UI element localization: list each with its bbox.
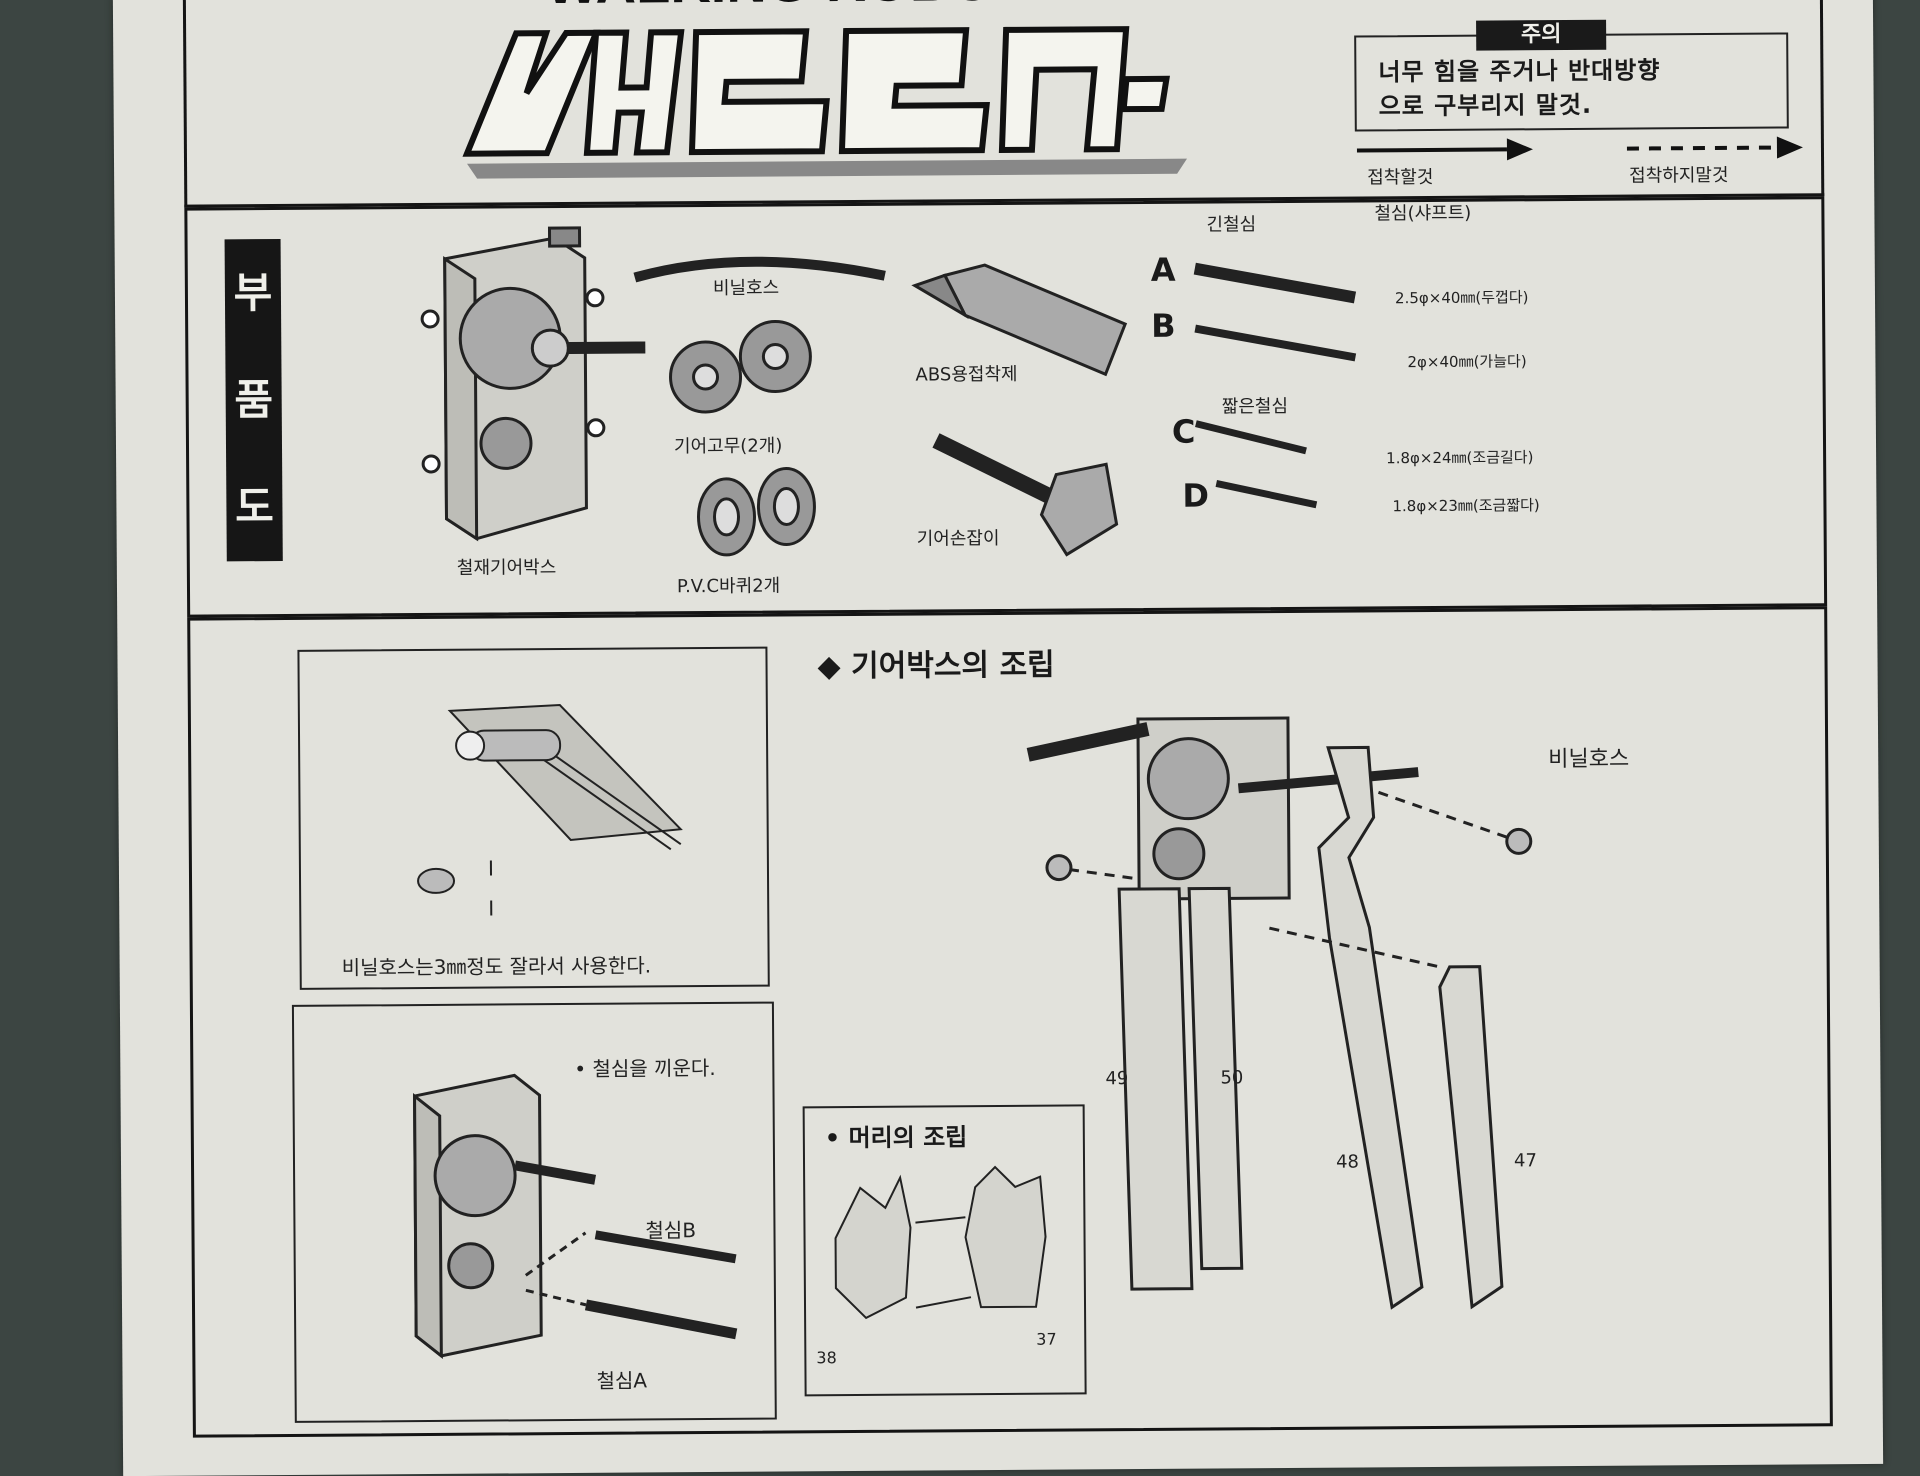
side-label-char-3: 도 <box>226 453 283 560</box>
dashed-arrow-head <box>1777 136 1803 158</box>
long-shaft-heading: 긴철심 <box>1206 210 1256 236</box>
part-number-47: 47 <box>1514 1150 1537 1171</box>
shaft-c-drawing <box>1196 423 1306 452</box>
caution-text: 너무 힘을 주거나 반대방향 으로 구부리지 말것. <box>1378 53 1778 124</box>
gearbox-label: 철재기어박스 <box>457 553 557 580</box>
shaft-d-spec: 1.8φ×23㎜(조금짧다) <box>1392 494 1539 516</box>
part-number-49: 49 <box>1105 1068 1128 1089</box>
part-number-50: 50 <box>1220 1067 1243 1088</box>
part-number-48: 48 <box>1336 1151 1359 1172</box>
title-english: WALKING ROBOT <box>546 0 1029 15</box>
shaft-b-drawing <box>1195 327 1355 358</box>
shaft-a-spec: 2.5φ×40㎜(두껍다) <box>1395 286 1529 308</box>
shaft-insert-note: • 철심을 끼운다. <box>574 1052 715 1082</box>
glue-label: ABS용접착제 <box>915 360 1017 387</box>
instruction-sheet: WALKING ROBOT 주의 너무 힘을 주거나 반대방향 으로 구부리지 … <box>113 0 1883 1476</box>
leg-part-47 <box>1440 967 1502 1307</box>
shaft-b-letter: B <box>1151 307 1176 345</box>
glue-tube-drawing <box>915 264 1126 375</box>
vinyl-hose-label: 비닐호스 <box>713 274 779 300</box>
shaft-b-spec: 2φ×40㎜(가늘다) <box>1407 350 1526 372</box>
gear-handle-label: 기어손잡이 <box>917 524 1000 551</box>
head-front-part <box>835 1178 911 1319</box>
shaft-d-letter: D <box>1182 477 1209 515</box>
caution-line-2: 으로 구부리지 말것. <box>1379 87 1779 124</box>
robot-logo-graphic: WALKING ROBOT <box>426 0 1227 194</box>
pvc-wheels-label: P.V.C바퀴2개 <box>677 572 780 599</box>
gearbox-assembly-drawing: 49 50 48 47 <box>1018 664 1823 1370</box>
short-shaft-heading: 짧은철심 <box>1222 392 1288 418</box>
title-logo: WALKING ROBOT <box>426 0 1227 194</box>
shaft-c-letter: C <box>1172 413 1196 451</box>
head-assembly-title: • 머리의 조립 <box>825 1117 968 1153</box>
hose-cut-panel: 비닐호스는3㎜정도 잘라서 사용한다. <box>297 647 769 990</box>
hose-cut-drawing <box>299 649 771 952</box>
title-korean-logo <box>466 29 1187 179</box>
shaft-d-drawing <box>1216 483 1316 506</box>
part-number-38: 38 <box>816 1348 836 1367</box>
solid-arrow-head <box>1507 138 1533 160</box>
shaft-a-letter: A <box>1151 251 1176 289</box>
shaft-insert-panel: • 철심을 끼운다. 철심B 철심A <box>292 1002 777 1423</box>
vinyl-hose-callout: 비닐호스 <box>1548 741 1629 774</box>
side-label-char-1: 부 <box>225 239 282 346</box>
gear-rubber-label: 기어고무(2개) <box>674 431 782 458</box>
caution-heading: 주의 <box>1476 20 1606 51</box>
leg-part-48 <box>1318 747 1422 1308</box>
gearbox-drawing <box>421 227 646 539</box>
legend-solid-label: 접착할것 <box>1367 163 1433 189</box>
hose-cut-note: 비닐호스는3㎜정도 잘라서 사용한다. <box>342 949 652 980</box>
leg-part-49 <box>1119 889 1192 1289</box>
shaft-a-drawing <box>1195 267 1355 298</box>
legend-arrows <box>1357 132 1917 166</box>
shaft-c-spec: 1.8φ×24㎜(조금길다) <box>1386 446 1533 468</box>
shaft-a-callout: 철심A <box>596 1364 647 1393</box>
solid-arrow-line <box>1357 149 1507 150</box>
legend-dashed-label: 접착하지말것 <box>1629 161 1729 188</box>
header-section: WALKING ROBOT 주의 너무 힘을 주거나 반대방향 으로 구부리지 … <box>183 0 1824 208</box>
shaft-b-callout: 철심B <box>645 1214 696 1243</box>
gear-rubber-drawing <box>670 321 811 412</box>
caution-box: 주의 너무 힘을 주거나 반대방향 으로 구부리지 말것. <box>1354 32 1789 131</box>
side-label-char-2: 품 <box>225 346 282 453</box>
caution-line-1: 너무 힘을 주거나 반대방향 <box>1378 53 1778 90</box>
parts-side-label: 부 품 도 <box>225 239 283 561</box>
pvc-wheels-drawing <box>698 468 815 555</box>
dashed-arrow-line <box>1627 148 1777 149</box>
shaft-heading: 철심(샤프트) <box>1374 199 1471 226</box>
